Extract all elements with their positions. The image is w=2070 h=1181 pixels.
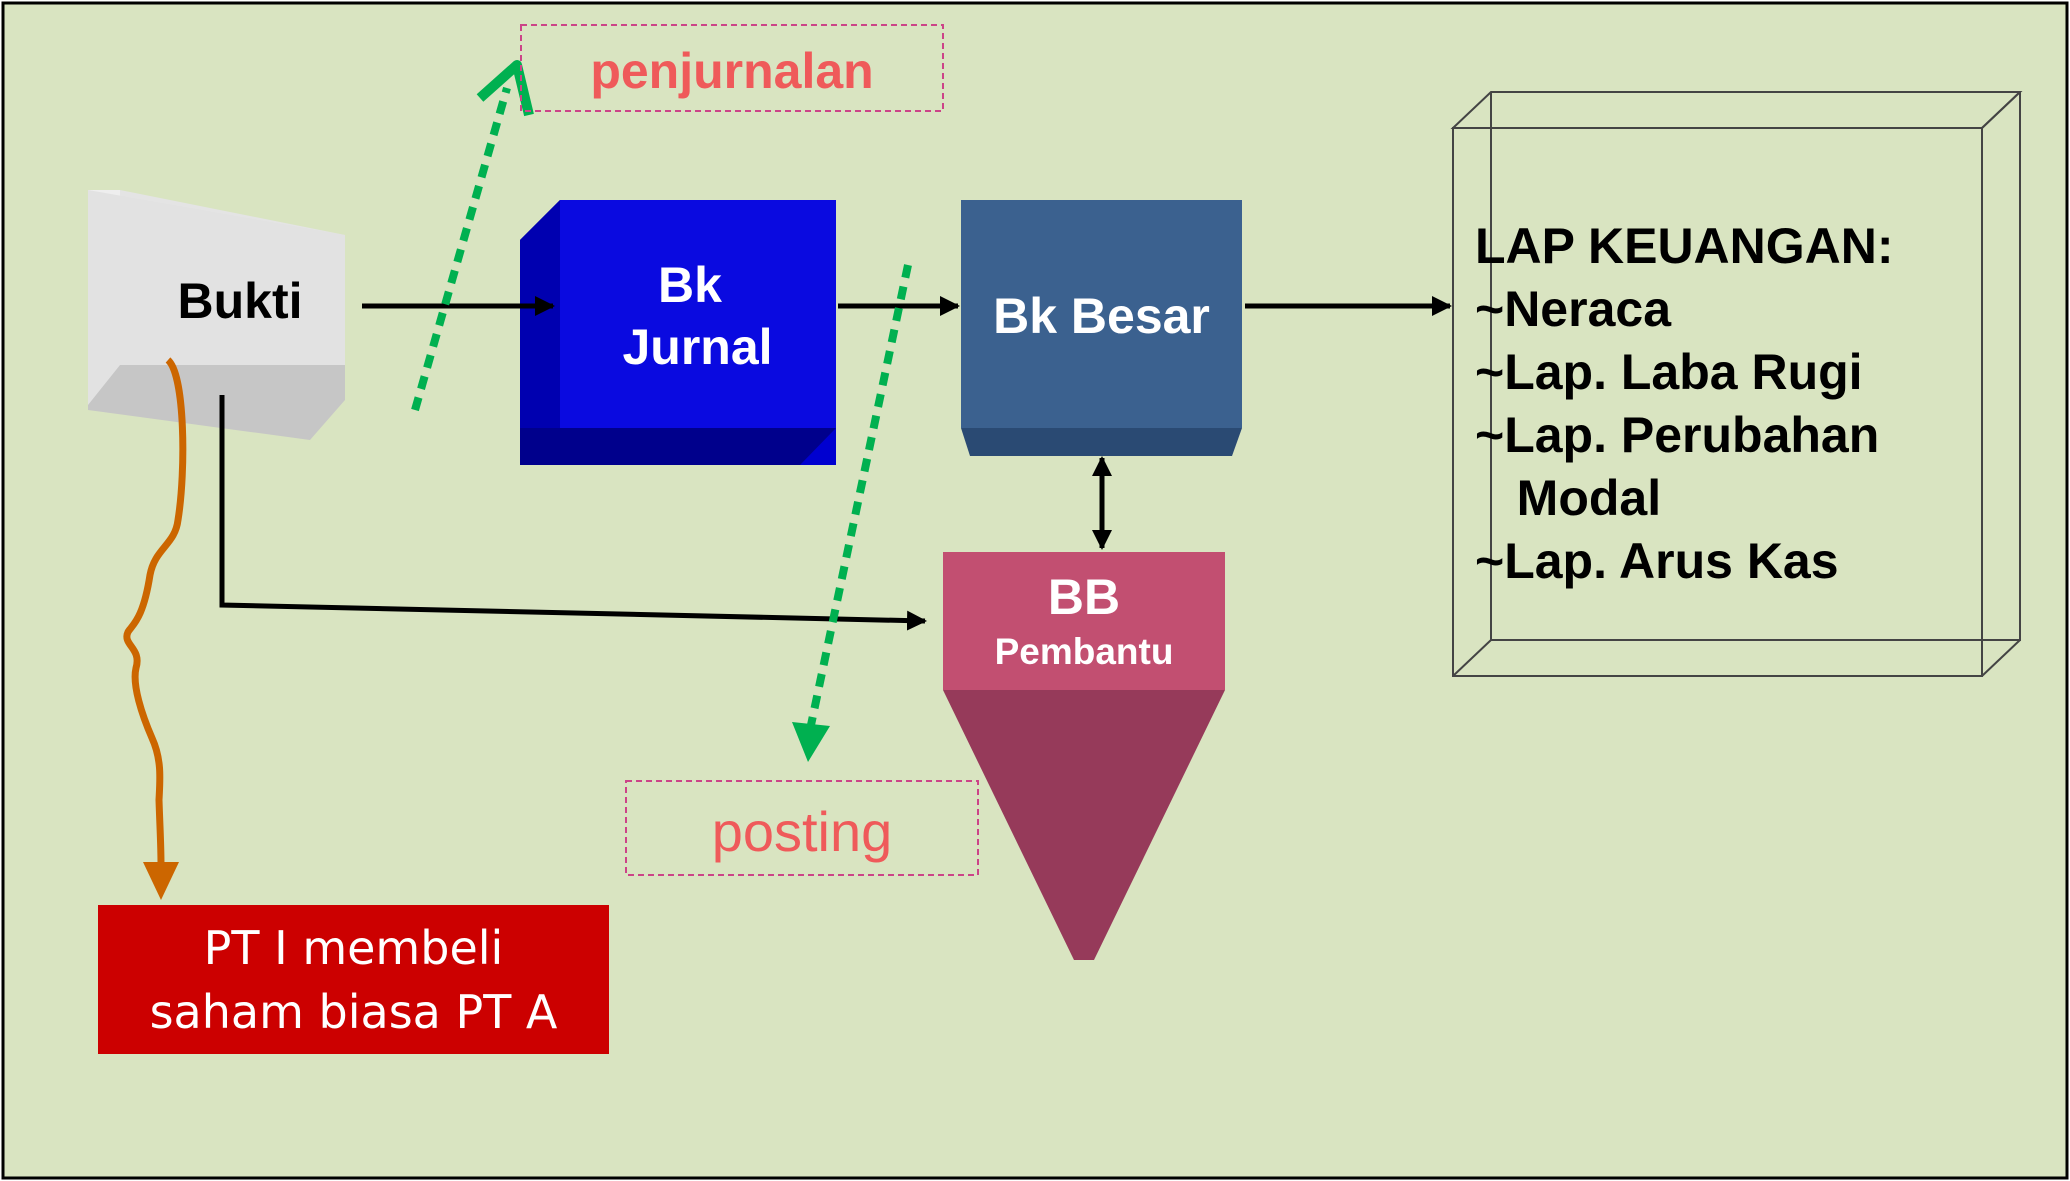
flow-arrows bbox=[219, 296, 1452, 631]
besar-box bbox=[961, 200, 1242, 456]
pembantu-label-line2: Pembantu bbox=[994, 631, 1174, 672]
report-list: LAP KEUANGAN: ~Neraca ~Lap. Laba Rugi ~L… bbox=[1475, 215, 1894, 593]
bukti-label: Bukti bbox=[177, 273, 303, 329]
penjurnalan-label: penjurnalan bbox=[590, 43, 874, 99]
jurnal-box bbox=[520, 200, 836, 465]
report-box bbox=[1450, 91, 2023, 677]
jurnal-label-line1: Bk bbox=[658, 257, 722, 313]
note-box: PT I membeli saham biasa PT A bbox=[98, 905, 609, 1054]
note-line2: saham biasa PT A bbox=[149, 984, 558, 1039]
posting-annotation-box bbox=[625, 780, 979, 876]
posting-dotted-arrow bbox=[807, 264, 912, 726]
penjurnalan-annotation-box bbox=[520, 24, 944, 112]
posting-label: posting bbox=[711, 800, 893, 863]
jurnal-label-line2: Jurnal bbox=[622, 319, 773, 375]
report-item-modal: Modal bbox=[1475, 470, 1662, 526]
report-item-neraca: ~Neraca bbox=[1475, 281, 1671, 337]
report-item-laba-rugi: ~Lap. Laba Rugi bbox=[1475, 344, 1863, 400]
note-line1: PT I membeli bbox=[203, 920, 504, 975]
bukti-box bbox=[88, 190, 345, 440]
green-dotted-arrows bbox=[411, 60, 912, 762]
arrow-bukti-to-pembantu bbox=[219, 395, 927, 631]
pembantu-label-line1: BB bbox=[1047, 569, 1121, 625]
report-title: LAP KEUANGAN: bbox=[1475, 218, 1894, 274]
besar-label: Bk Besar bbox=[993, 288, 1210, 344]
penjurnalan-dotted-arrow bbox=[411, 86, 511, 412]
report-item-perubahan: ~Lap. Perubahan bbox=[1475, 407, 1880, 463]
orange-connector bbox=[123, 357, 187, 900]
report-item-arus-kas: ~Lap. Arus Kas bbox=[1475, 533, 1839, 589]
pembantu-box bbox=[943, 552, 1225, 960]
